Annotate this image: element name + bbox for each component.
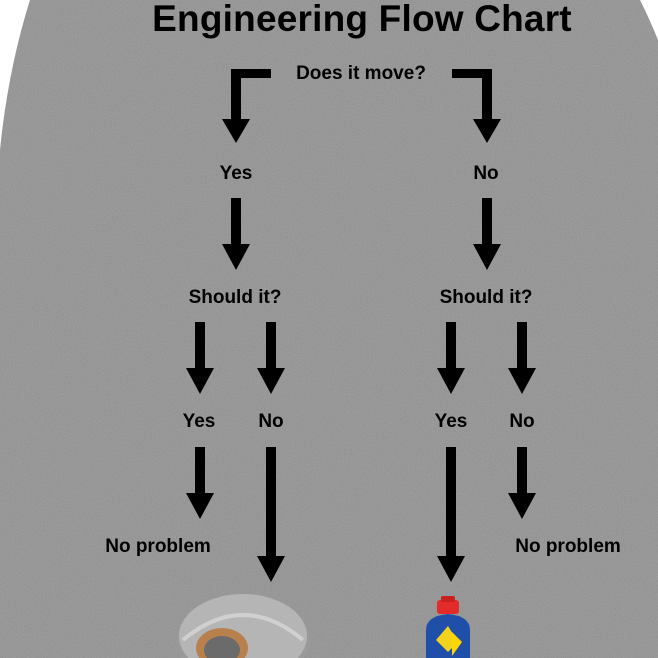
connector-should-left-yes	[195, 322, 205, 372]
answer-no-left: No	[258, 411, 284, 432]
connector-top-left	[231, 69, 271, 78]
connector-should-right-yes	[446, 322, 456, 372]
duct-tape-icon	[177, 594, 309, 658]
connector-no-right-noproblem	[517, 447, 527, 497]
connector-top-right-down	[482, 69, 492, 121]
connector-no-left-tape	[266, 447, 276, 559]
arrow-head-noproblem-right	[508, 493, 536, 519]
arrow-head-yes-1	[222, 119, 250, 143]
arrow-head-noproblem-left	[186, 493, 214, 519]
result-no-problem-left: No problem	[105, 536, 211, 557]
connector-should-left-no	[266, 322, 276, 372]
question-does-it-move: Does it move?	[296, 63, 426, 84]
answer-yes-top: Yes	[219, 163, 253, 184]
connector-yes-left-noproblem	[195, 447, 205, 497]
question-should-it-left: Should it?	[188, 287, 282, 308]
arrow-head-no-1	[473, 119, 501, 143]
connector-yes1-should	[231, 198, 241, 248]
connector-top-right	[452, 69, 492, 78]
arrow-head-tape	[257, 556, 285, 582]
connector-yes-right-can	[446, 447, 456, 559]
arrow-head-should-left	[222, 244, 250, 270]
result-no-problem-right: No problem	[515, 536, 621, 557]
answer-yes-left: Yes	[182, 411, 216, 432]
answer-no-top: No	[473, 163, 499, 184]
arrow-head-no-right	[508, 368, 536, 394]
answer-no-right: No	[509, 411, 535, 432]
question-should-it-right: Should it?	[439, 287, 533, 308]
answer-yes-right: Yes	[434, 411, 468, 432]
arrow-head-yes-left	[186, 368, 214, 394]
lubricant-can-icon	[426, 596, 470, 658]
arrow-head-no-left	[257, 368, 285, 394]
connector-no1-should	[482, 198, 492, 248]
arrow-head-yes-right	[437, 368, 465, 394]
connector-top-left-down	[231, 69, 241, 121]
arrow-head-can	[437, 556, 465, 582]
connector-should-right-no	[517, 322, 527, 372]
arrow-head-should-right	[473, 244, 501, 270]
page-title: Engineering Flow Chart	[152, 0, 572, 39]
